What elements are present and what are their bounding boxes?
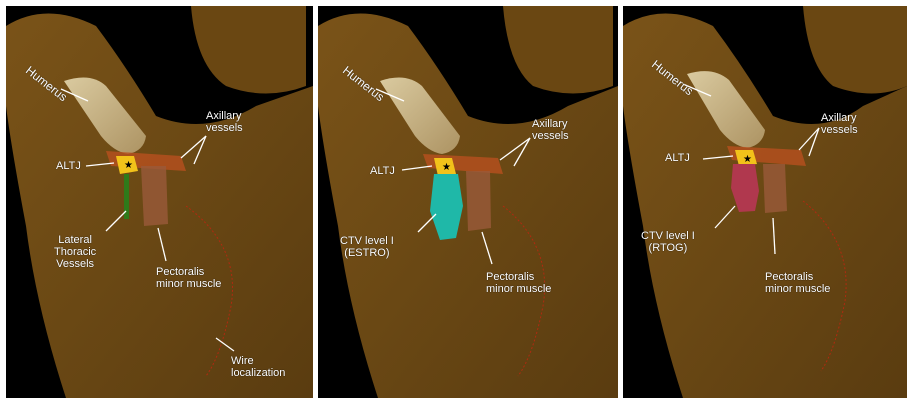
svg-text:★: ★ xyxy=(442,162,451,173)
svg-text:★: ★ xyxy=(124,160,133,171)
anatomy-render-1: ★ xyxy=(6,6,313,398)
anatomy-render-2: ★ xyxy=(318,6,618,398)
pectoralis-label: Pectoralis minor muscle xyxy=(156,266,221,290)
pectoralis-shape xyxy=(466,171,491,231)
pectoralis-shape xyxy=(763,164,787,213)
panel-3: ★ Humerus Axillary vessels ALTJ CTV leve… xyxy=(623,6,907,398)
axillary-vessels-label: Axillary vessels xyxy=(821,112,858,136)
ctv-estro-label: CTV level I (ESTRO) xyxy=(340,235,394,259)
panel-1: ★ Humerus Axillary vessels ALTJ Lateral … xyxy=(6,6,313,398)
ctv-rtog-label: CTV level I (RTOG) xyxy=(641,230,695,254)
pectoralis-label: Pectoralis minor muscle xyxy=(765,271,830,295)
panel-2: ★ Humerus Axillary vessels ALTJ CTV leve… xyxy=(318,6,618,398)
axillary-vessels-label: Axillary vessels xyxy=(206,110,243,134)
altj-label: ALTJ xyxy=(370,165,395,177)
altj-label: ALTJ xyxy=(56,160,81,172)
axillary-vessels-label: Axillary vessels xyxy=(532,118,569,142)
pectoralis-label: Pectoralis minor muscle xyxy=(486,271,551,295)
pectoralis-shape xyxy=(141,166,168,226)
altj-label: ALTJ xyxy=(665,152,690,164)
svg-text:★: ★ xyxy=(743,154,752,165)
lateral-thoracic-vessels-label: Lateral Thoracic Vessels xyxy=(54,234,96,270)
wire-localization-label: Wire localization xyxy=(231,355,285,379)
